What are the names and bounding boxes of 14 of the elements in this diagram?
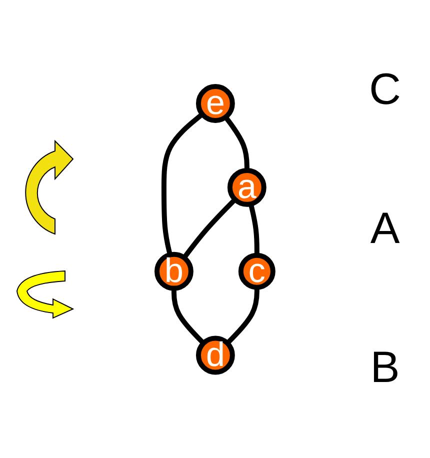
node-circle: c [238,252,276,290]
node-circle: a [228,168,266,206]
node-circle: e [196,84,235,123]
connector [224,115,250,170]
connector [226,286,260,345]
connector [162,112,204,256]
region-label: A [370,206,400,251]
region-label: C [369,68,401,112]
connector [172,288,206,345]
region-label: B [370,346,400,390]
connector [182,197,237,259]
node-circle: b [154,252,194,290]
node-circle: d [196,335,235,374]
connector [248,202,260,255]
